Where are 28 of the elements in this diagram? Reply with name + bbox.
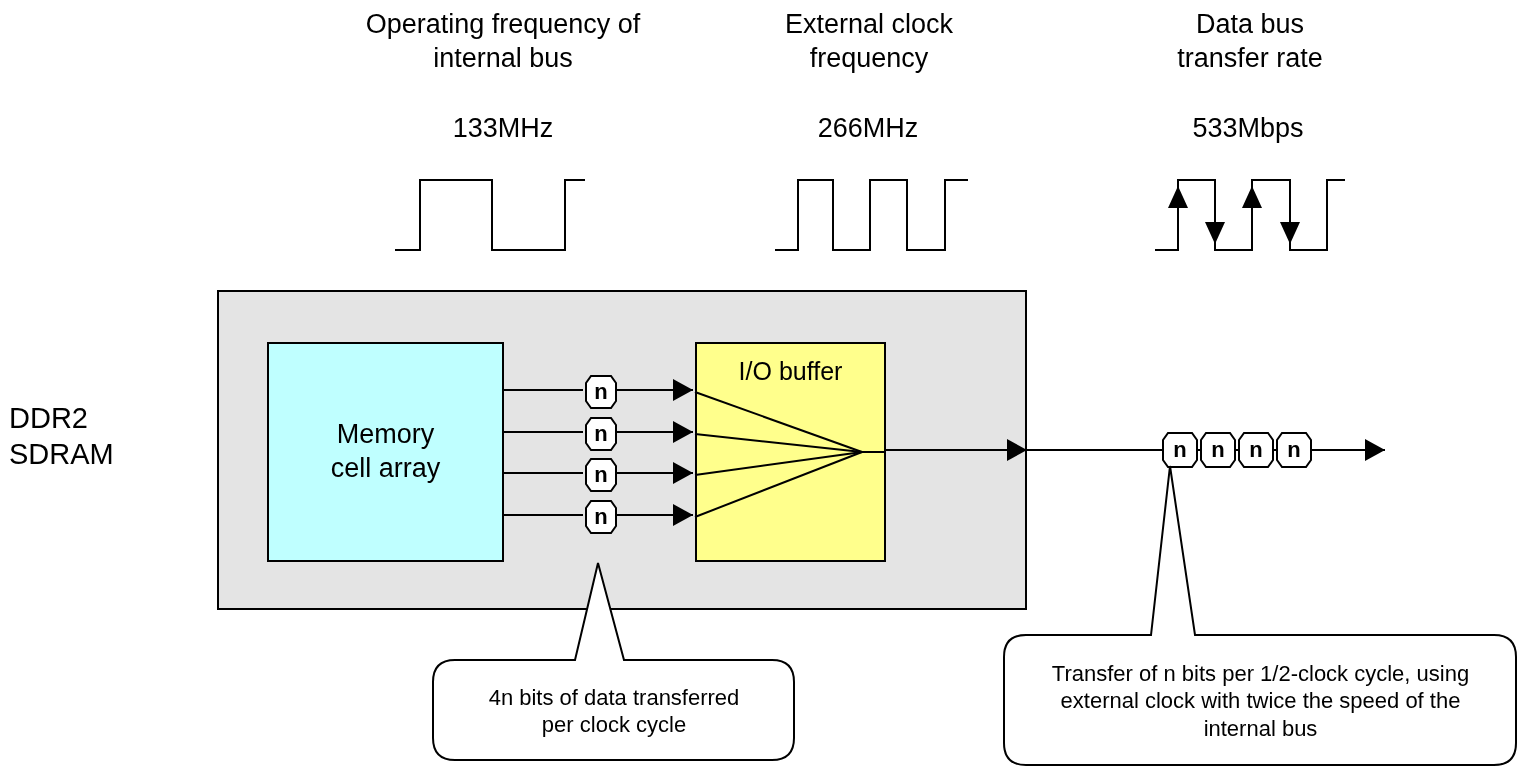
data-chunk: n — [1238, 432, 1274, 468]
frequency-value: 266MHz — [816, 112, 920, 145]
frequency-value: 133MHz — [451, 112, 555, 145]
data-chunk: n — [585, 500, 617, 534]
callout-text: Transfer of n bits per 1/2-clock cycle, using external clock with twice the speed of the internal bus — [1050, 659, 1471, 743]
frequency-heading: Data bus transfer rate — [1176, 8, 1324, 75]
callout-text: 4n bits of data transferred per clock cycle — [487, 683, 741, 739]
callout-bubble — [1003, 465, 1518, 767]
callout-bubble — [432, 562, 796, 762]
block-label: I/O buffer — [737, 356, 844, 387]
buffer-box — [695, 342, 886, 562]
arrow — [883, 439, 1386, 461]
arrow — [614, 421, 694, 443]
frequency-value: 533Mbps — [1191, 112, 1305, 145]
memory-array-box — [267, 342, 504, 562]
arrow — [614, 379, 694, 401]
block-label: Memory cell array — [329, 418, 442, 485]
data-chunk: n — [585, 417, 617, 451]
data-chunk: n — [585, 458, 617, 492]
arrow — [614, 504, 694, 526]
data-chunk: n — [1276, 432, 1312, 468]
frequency-heading: External clock frequency — [783, 8, 955, 75]
data-chunk: n — [1162, 432, 1198, 468]
chip-name: DDR2 SDRAM — [9, 401, 115, 473]
arrow — [614, 462, 694, 484]
data-chunk: n — [585, 375, 617, 409]
frequency-heading: Operating frequency of internal bus — [364, 8, 642, 75]
data-chunk: n — [1200, 432, 1236, 468]
